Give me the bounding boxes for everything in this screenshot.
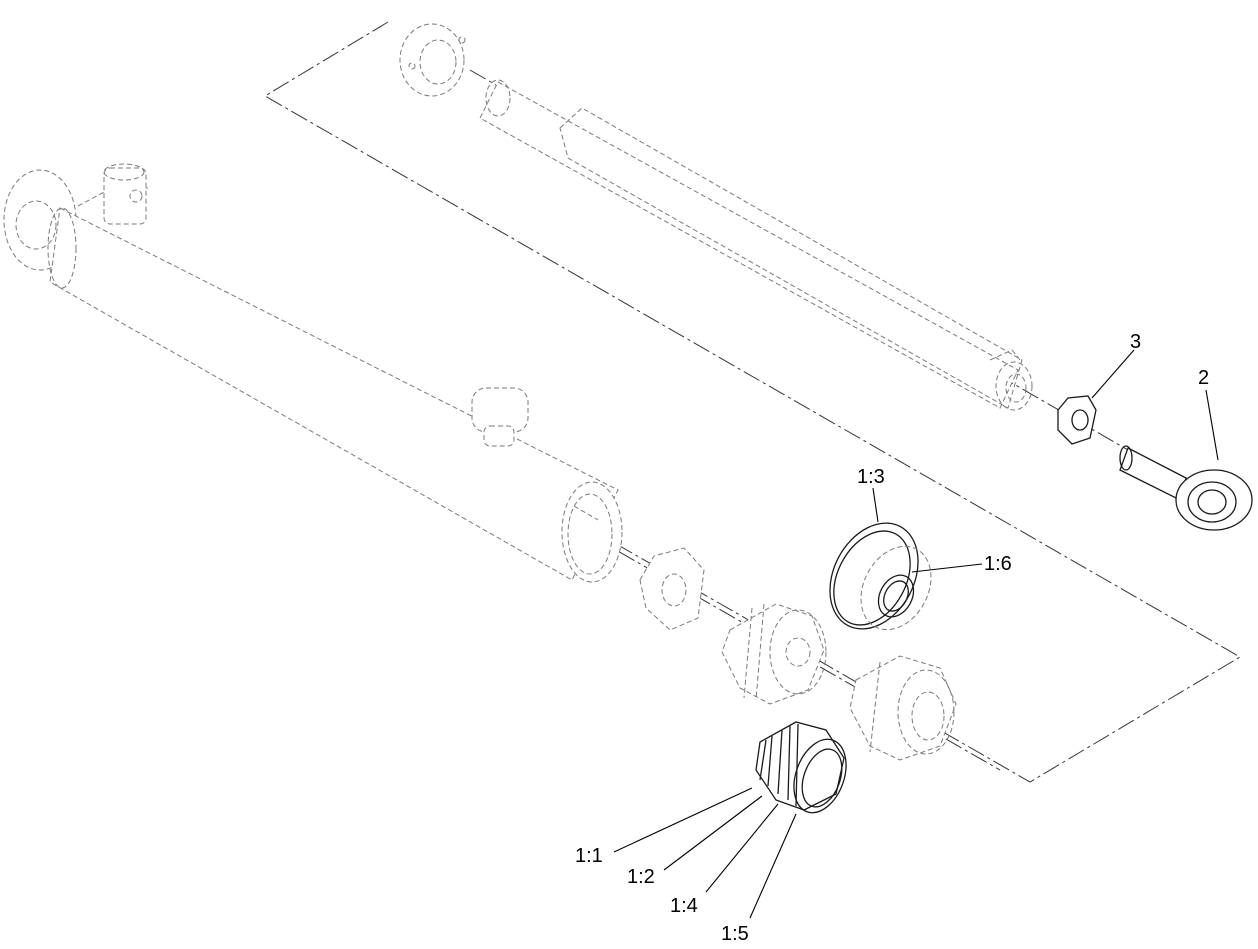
leader-1-3 — [872, 487, 879, 523]
port-fitting — [471, 387, 529, 447]
leader-1-4 — [705, 803, 779, 893]
piston-rod — [479, 79, 1033, 411]
piston — [721, 603, 827, 705]
leader-2 — [1205, 389, 1219, 461]
leader-1-5 — [749, 813, 797, 919]
rod-end-bearing-part-2 — [1119, 445, 1253, 531]
callout-1-4: 1:4 — [670, 895, 698, 917]
callout-1-6: 1:6 — [984, 553, 1012, 575]
callout-2: 2 — [1198, 367, 1209, 389]
leader-1-6 — [911, 563, 983, 573]
wiper-ring-part-1-3 — [829, 522, 919, 630]
callout-1-2: 1:2 — [627, 866, 655, 888]
callout-1-3: 1:3 — [857, 466, 885, 488]
callout-1-5: 1:5 — [721, 923, 749, 945]
leader-3 — [1091, 349, 1135, 399]
leader-1-2 — [663, 795, 763, 871]
piston-seal-stack — [755, 721, 847, 814]
jam-nut-part-3 — [1057, 395, 1097, 445]
cylinder-barrel — [3, 163, 623, 583]
callout-1-1: 1:1 — [575, 845, 603, 867]
gland — [849, 655, 957, 761]
leader-1-1 — [613, 787, 753, 853]
rod-flange — [399, 23, 466, 97]
piston-nut — [639, 547, 705, 631]
o-ring-part-1-6 — [877, 574, 915, 618]
backup-ring — [860, 545, 932, 631]
callout-3: 3 — [1130, 331, 1141, 353]
